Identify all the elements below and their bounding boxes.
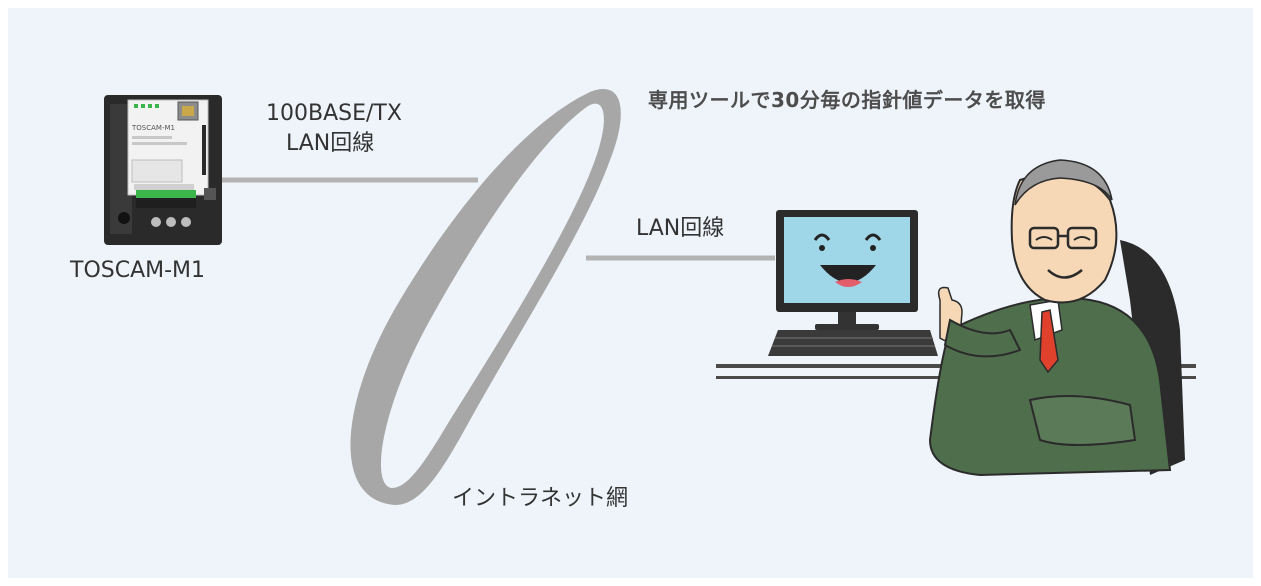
device-link-label-line2: LAN回線 bbox=[286, 131, 375, 156]
intranet-label: イントラネット網 bbox=[452, 486, 629, 511]
intranet-ring bbox=[350, 88, 621, 505]
device-link-label-line1: 100BASE/TX bbox=[266, 101, 402, 126]
pc-link-label: LAN回線 bbox=[636, 216, 725, 241]
device-name-label: TOSCAM-M1 bbox=[70, 258, 206, 283]
toscam-device: TOSCAM-M1 bbox=[104, 95, 222, 245]
diagram-title: 専用ツールで30分毎の指針値データを取得 bbox=[648, 88, 1046, 112]
device-panel-label: TOSCAM-M1 bbox=[131, 124, 175, 132]
person-illustration bbox=[928, 159, 1185, 477]
computer bbox=[768, 210, 938, 356]
